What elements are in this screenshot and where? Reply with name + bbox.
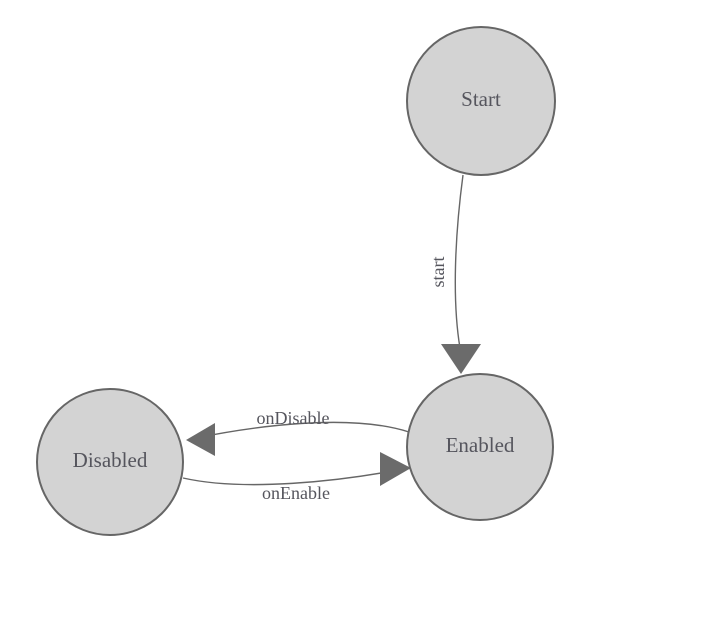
state-node-disabled[interactable]: Disabled [36,388,184,536]
states-layer: Start Enabled Disabled [36,26,556,536]
transition-enabled-to-disabled[interactable]: onDisable [186,408,410,456]
transition-label-ondisable: onDisable [257,408,330,428]
transition-path-start [454,174,464,349]
transition-path-onenable [182,469,399,486]
transition-label-onenable: onEnable [262,483,330,503]
arrowhead-start-to-enabled-icon [441,344,481,374]
state-label-enabled: Enabled [446,433,515,457]
transition-start-to-enabled[interactable]: start [428,174,481,374]
state-node-start[interactable]: Start [406,26,556,176]
transitions-layer: start onDisable onEnable [182,174,481,503]
state-label-start: Start [461,87,501,111]
transition-path-ondisable [195,421,410,439]
transition-label-start: start [428,257,448,288]
state-label-disabled: Disabled [73,448,148,472]
state-circle-enabled [406,373,554,521]
arrowhead-disabled-to-enabled-icon [380,452,411,486]
transition-disabled-to-enabled[interactable]: onEnable [182,452,411,503]
state-node-enabled[interactable]: Enabled [406,373,554,521]
state-circle-start [406,26,556,176]
state-circle-disabled [36,388,184,536]
arrowhead-enabled-to-disabled-icon [186,423,215,456]
